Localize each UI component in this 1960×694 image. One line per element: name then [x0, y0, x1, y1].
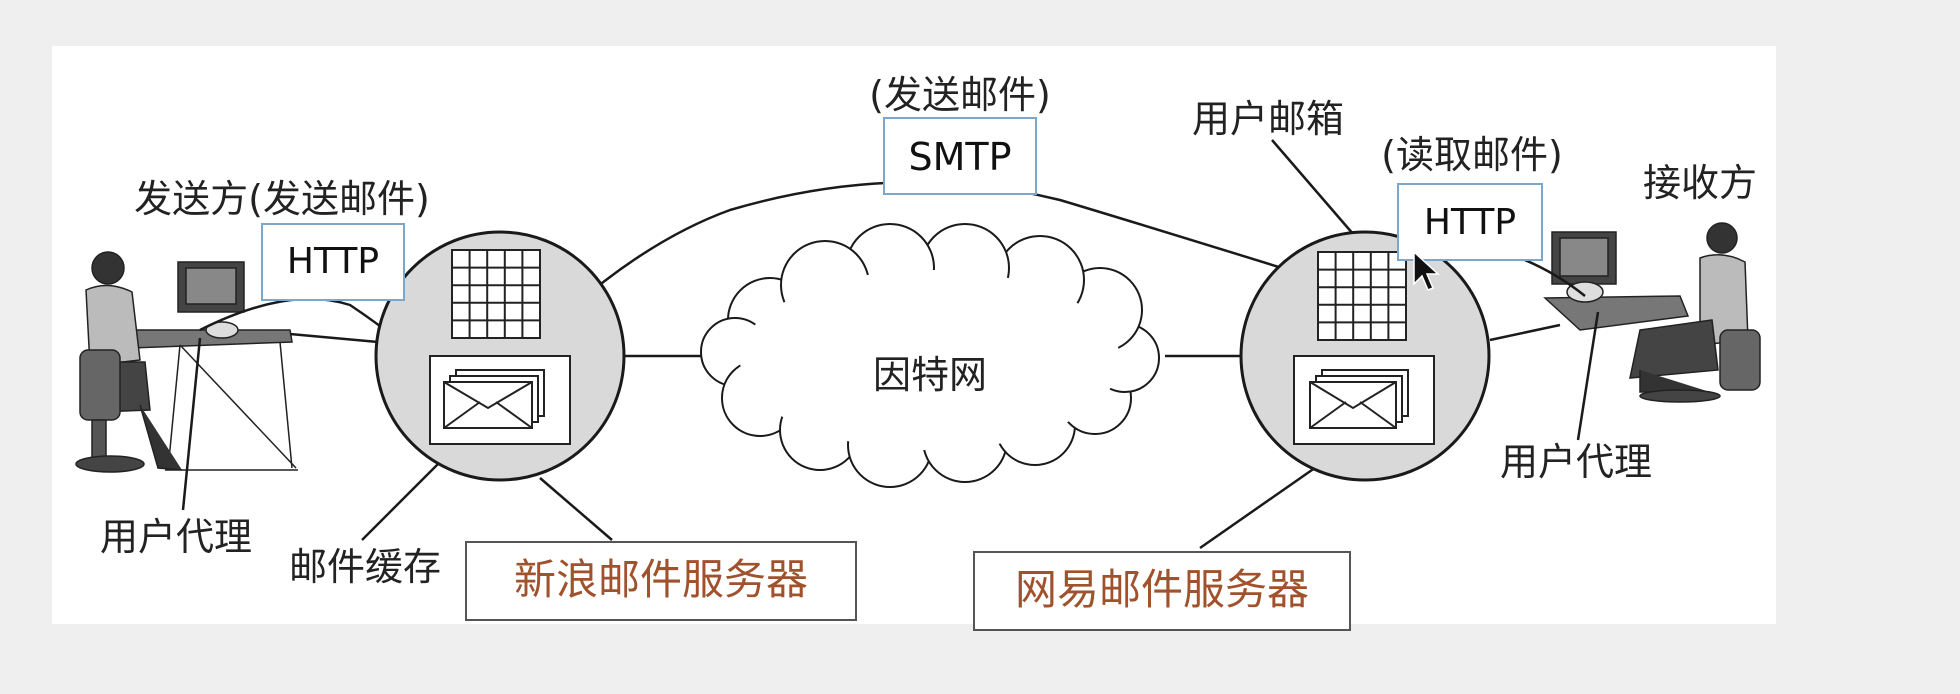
- sender-label: 发送方(发送邮件): [134, 177, 430, 221]
- receiver-label: 接收方: [1643, 161, 1757, 205]
- mail-cache-label: 邮件缓存: [289, 545, 441, 589]
- internet-label: 因特网: [873, 353, 987, 397]
- server-right-label: 网易邮件服务器: [1015, 565, 1309, 614]
- smtp-label: SMTP: [908, 135, 1011, 179]
- cursor-icon: [1413, 250, 1440, 291]
- mailbox-grid-icon-left: [451, 249, 541, 339]
- server-left-box: 新浪邮件服务器: [465, 541, 857, 621]
- user-agent-left-label: 用户代理: [100, 515, 252, 559]
- read-mail-label: (读取邮件): [1381, 133, 1563, 177]
- http-box-left: HTTP: [261, 223, 405, 301]
- http-label-left: HTTP: [287, 241, 379, 282]
- sender-computer-icon: [75, 251, 298, 473]
- user-mailbox-label: 用户邮箱: [1192, 97, 1344, 141]
- smtp-box: SMTP: [883, 117, 1037, 195]
- http-box-right: HTTP: [1397, 183, 1543, 261]
- internet-cloud-icon: [700, 223, 1160, 488]
- send-mail-label: (发送邮件): [869, 73, 1051, 117]
- mailbox-grid-icon-right: [1317, 251, 1407, 341]
- server-right-box: 网易邮件服务器: [973, 551, 1351, 631]
- receiver-computer-icon: [1543, 222, 1761, 403]
- server-left-label: 新浪邮件服务器: [514, 555, 808, 604]
- user-agent-right-label: 用户代理: [1500, 440, 1652, 484]
- netease-mail-server: [1239, 230, 1491, 482]
- mail-cache-envelope-icon-left: [429, 355, 571, 445]
- http-label-right: HTTP: [1424, 202, 1516, 243]
- mail-cache-envelope-icon-right: [1293, 355, 1435, 445]
- sina-mail-server: [374, 230, 626, 482]
